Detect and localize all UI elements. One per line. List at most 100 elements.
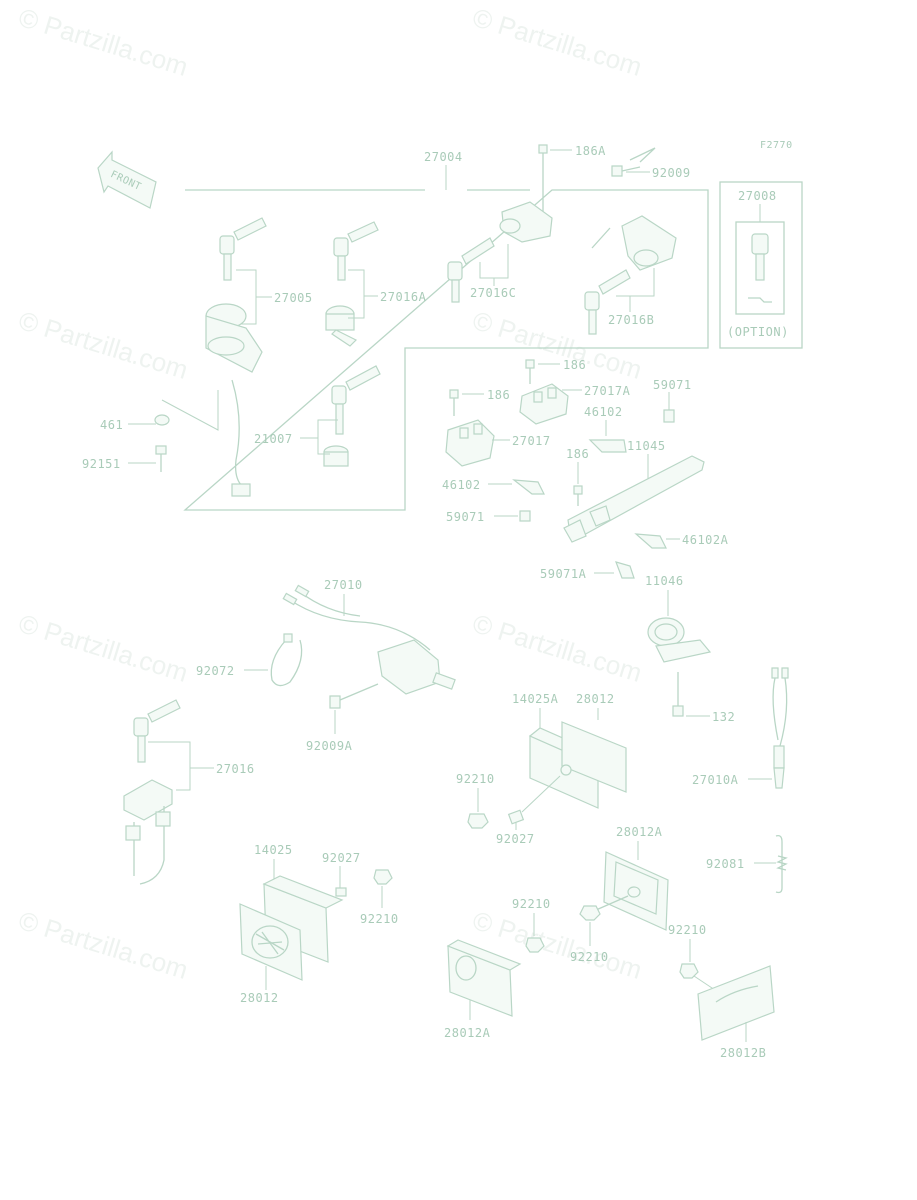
part-label: 186A xyxy=(575,144,606,158)
key-icon xyxy=(331,365,381,435)
part-label: 132 xyxy=(712,710,735,724)
clip-icon xyxy=(588,439,627,453)
part-label: 92210 xyxy=(456,772,495,786)
grommet-icon xyxy=(519,510,531,522)
part-label: 27017A xyxy=(584,384,631,398)
nut-icon xyxy=(560,764,572,776)
nut-icon xyxy=(525,937,545,953)
part-label: 92210 xyxy=(570,950,609,964)
key-icon xyxy=(447,237,495,303)
nut-icon xyxy=(467,813,489,829)
spacer-icon xyxy=(507,809,525,825)
part-label: 14025 xyxy=(254,843,293,857)
part-label: 27016A xyxy=(380,290,427,304)
part-label: 46102A xyxy=(682,533,729,547)
part-label: 59071 xyxy=(446,510,485,524)
bolt-icon xyxy=(155,445,167,472)
bracket-icon xyxy=(445,419,495,467)
bracket-icon xyxy=(563,455,705,543)
reflector-icon xyxy=(446,939,522,1017)
screw-icon xyxy=(611,147,656,177)
clip-icon xyxy=(512,479,545,495)
part-label: 59071 xyxy=(653,378,692,392)
nut-icon xyxy=(373,869,393,885)
part-label: 28012A xyxy=(616,825,663,839)
grommet-icon xyxy=(615,561,635,579)
part-label: 28012A xyxy=(444,1026,491,1040)
lock-icon xyxy=(123,779,173,885)
part-label: 21007 xyxy=(254,432,293,446)
bolt-icon xyxy=(672,672,684,717)
part-label: 92151 xyxy=(82,457,121,471)
helmet-lock-icon xyxy=(591,215,677,271)
part-label: 186 xyxy=(566,447,589,461)
part-label: 46102 xyxy=(584,405,623,419)
key-icon xyxy=(584,269,631,335)
bracket-icon xyxy=(519,383,569,425)
reflector-bracket-icon xyxy=(595,851,669,931)
reflector-icon xyxy=(561,721,627,793)
switch-icon xyxy=(282,584,456,695)
reflector-icon xyxy=(239,903,303,981)
part-label: 92009 xyxy=(652,166,691,180)
lock-cylinder-icon xyxy=(323,445,349,467)
part-label: 27004 xyxy=(424,150,463,164)
grommet-icon xyxy=(663,409,675,423)
switch-icon xyxy=(771,667,789,789)
part-label: 27016 xyxy=(216,762,255,776)
part-label: 46102 xyxy=(442,478,481,492)
seat-lock-icon xyxy=(499,201,553,243)
part-label: 28012 xyxy=(240,991,279,1005)
part-label: 92009A xyxy=(306,739,353,753)
nut-icon xyxy=(579,905,601,921)
bolt-icon xyxy=(525,359,535,384)
washer-icon xyxy=(154,414,170,426)
bolt-icon xyxy=(449,389,459,416)
part-label: 27016C xyxy=(470,286,516,300)
part-label: 92072 xyxy=(196,664,235,678)
option-label: (OPTION) xyxy=(727,325,789,339)
spacer-icon xyxy=(335,887,347,897)
part-label: 11045 xyxy=(627,439,666,453)
spring-icon xyxy=(775,834,788,894)
part-label: 27010 xyxy=(324,578,363,592)
part-label: 27005 xyxy=(274,291,313,305)
key-icon xyxy=(748,233,772,303)
part-label: 92027 xyxy=(496,832,535,846)
part-label: 92210 xyxy=(512,897,551,911)
part-label: 92081 xyxy=(706,857,745,871)
key-icon xyxy=(333,221,379,281)
cable-band-icon xyxy=(270,633,303,687)
part-label: 186 xyxy=(563,358,586,372)
lock-cylinder-icon xyxy=(325,305,358,347)
part-label: 59071A xyxy=(540,567,587,581)
part-label: 92210 xyxy=(668,923,707,937)
clip-icon xyxy=(634,533,667,549)
bolt-icon xyxy=(573,485,583,506)
reflector-icon xyxy=(697,965,775,1041)
part-label: 461 xyxy=(100,418,123,432)
front-arrow-icon: FRONT xyxy=(97,150,157,209)
ignition-switch-icon xyxy=(205,303,263,497)
part-label: 92027 xyxy=(322,851,361,865)
option-card xyxy=(735,221,785,315)
part-label: 14025A xyxy=(512,692,559,706)
part-label: 27016B xyxy=(608,313,654,327)
option-box xyxy=(719,181,803,349)
part-label: 27017 xyxy=(512,434,551,448)
screw-icon xyxy=(329,683,379,709)
bolt-icon xyxy=(538,144,548,215)
key-icon xyxy=(219,217,267,281)
part-label: 27008 xyxy=(738,189,777,203)
part-label: 28012 xyxy=(576,692,615,706)
nut-icon xyxy=(679,963,699,979)
part-label: 92210 xyxy=(360,912,399,926)
key-icon xyxy=(133,699,181,763)
part-label: 28012B xyxy=(720,1046,766,1060)
bracket-icon xyxy=(647,617,712,663)
part-label: 186 xyxy=(487,388,510,402)
part-label: 11046 xyxy=(645,574,684,588)
figure-code: F2770 xyxy=(760,140,793,151)
part-label: 27010A xyxy=(692,773,739,787)
